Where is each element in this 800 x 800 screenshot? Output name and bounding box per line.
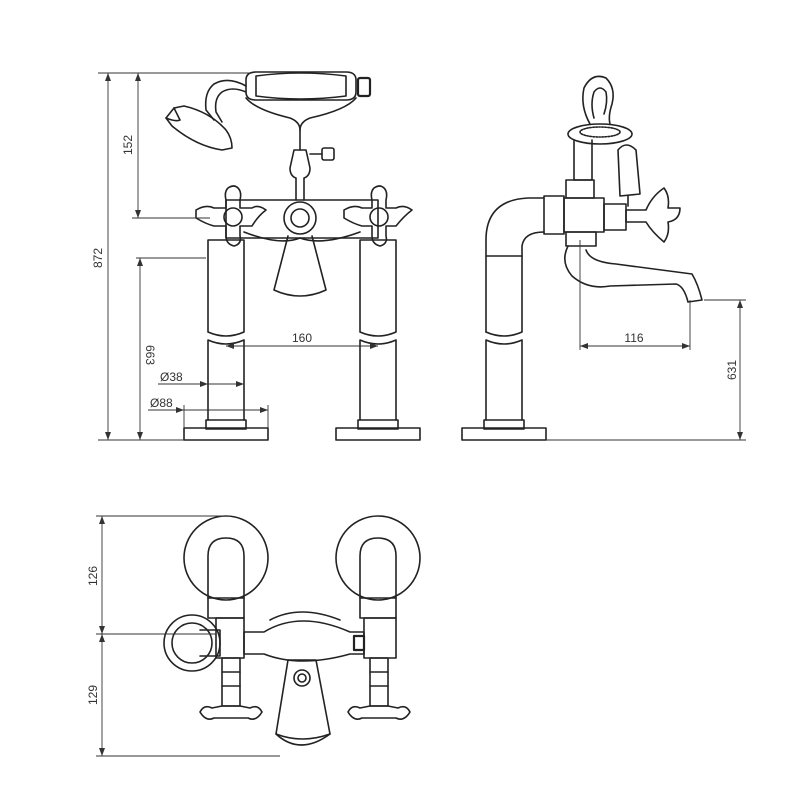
plan-handset-top	[269, 611, 341, 621]
side-handset-stem	[573, 139, 593, 181]
dim-pillar-dia: Ø38	[160, 370, 183, 384]
plan-dimensions: 126 129	[86, 515, 280, 757]
diverter-column	[289, 149, 311, 201]
shower-rose-face	[165, 107, 181, 122]
plan-right-nut	[359, 597, 397, 619]
plan-spout-boss-inner	[297, 673, 307, 683]
side-shower-rose-face	[579, 126, 621, 138]
side-body-lower	[565, 231, 597, 247]
side-base-collar	[483, 419, 525, 430]
right-base-collar	[357, 419, 399, 430]
side-spout	[564, 245, 703, 303]
crossbar-bottom	[243, 231, 361, 242]
plan-left-pillar	[207, 537, 245, 599]
plan-view	[163, 515, 421, 746]
left-base-plate	[183, 427, 269, 441]
plan-left-crosshead	[199, 705, 263, 720]
side-collar	[603, 203, 627, 231]
side-pillar-bend-outer	[485, 197, 545, 333]
side-base-plate	[461, 427, 547, 441]
plan-right-disc	[335, 515, 421, 601]
dim-spout-height: 663	[143, 345, 157, 365]
dim-overall-height: 872	[91, 248, 105, 268]
dim-plan-front: 126	[86, 566, 100, 586]
side-hook-inner	[591, 87, 608, 119]
plan-handset-end	[352, 634, 366, 652]
dim-base-dia: Ø88	[150, 396, 173, 410]
central-boss-inner	[290, 208, 310, 228]
plan-shower-ring-inner	[171, 622, 213, 664]
side-pillar-bend-inner	[521, 231, 545, 257]
dim-spout-reach: 116	[624, 331, 643, 345]
left-cross-handle	[195, 185, 267, 247]
side-shower-rose	[567, 123, 633, 145]
plan-spout-boss	[293, 669, 311, 687]
plan-right-crosshead	[347, 705, 411, 720]
plan-shower-arm	[199, 629, 221, 657]
handset	[204, 71, 372, 123]
plan-right-stem	[369, 657, 389, 707]
side-cross-handle	[625, 187, 681, 243]
left-pillar-upper	[207, 239, 245, 337]
side-pillar-lower	[485, 339, 523, 421]
side-body	[543, 195, 565, 235]
plan-right-pillar	[359, 537, 397, 599]
spout-cone	[273, 235, 327, 297]
shower-rose	[165, 105, 233, 151]
plan-left-disc	[183, 515, 269, 601]
right-pillar-upper	[359, 239, 397, 337]
central-boss-outer	[283, 201, 317, 235]
side-hook	[582, 75, 614, 125]
dim-plan-rear: 129	[86, 685, 100, 705]
dim-centres: 160	[292, 331, 312, 345]
front-view	[165, 71, 421, 441]
cradle-arm	[245, 97, 301, 151]
diverter-knob	[321, 147, 335, 161]
side-lever	[617, 144, 641, 197]
plan-left-stem	[221, 657, 241, 707]
right-base-plate	[335, 427, 421, 441]
dim-side-height: 631	[725, 360, 739, 380]
left-base-collar	[205, 419, 247, 430]
side-pillar-upper	[485, 255, 523, 337]
cradle-arm-right	[299, 97, 357, 131]
dim-handset-height: 152	[121, 135, 135, 155]
right-cross-handle	[343, 185, 413, 247]
side-dimensions: 116 631	[546, 240, 746, 441]
left-pillar-lower	[207, 339, 245, 421]
side-body-main	[563, 197, 605, 233]
plan-spout	[275, 659, 331, 746]
plan-crossbar	[243, 620, 365, 662]
side-view	[461, 75, 703, 441]
plan-spout-lip	[275, 733, 331, 740]
plan-right-column	[363, 617, 397, 659]
front-dimensions: 872 152 663 Ø38 Ø88 160	[91, 72, 378, 441]
plan-left-nut	[207, 597, 245, 619]
right-pillar-lower	[359, 339, 397, 421]
side-body-nut	[565, 179, 595, 199]
